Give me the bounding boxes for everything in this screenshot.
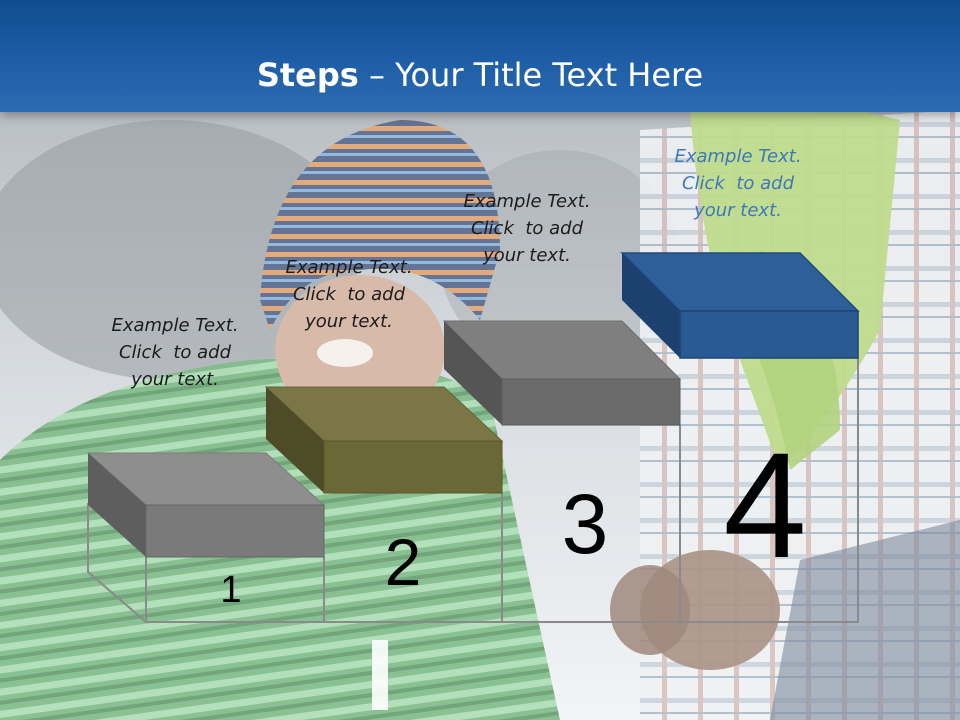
step-2-front [323, 440, 503, 494]
step-4-front [679, 310, 859, 359]
title-rest: – Your Title Text Here [358, 56, 704, 94]
step-2-caption[interactable]: Example Text. Click to add your text. [264, 254, 434, 335]
step-4-number[interactable]: 4 [723, 421, 807, 589]
slide-title[interactable]: Steps – Your Title Text Here [0, 55, 960, 95]
step-block-3[interactable] [442, 320, 682, 426]
caption-line: Click to add [118, 342, 231, 363]
caption-line: Example Text. [111, 315, 239, 336]
step-block-1[interactable] [86, 452, 326, 558]
step-1-side [88, 453, 146, 557]
caption-line: Click to add [470, 218, 583, 239]
step-block-4[interactable] [620, 252, 860, 359]
step-2-side [266, 387, 324, 493]
step-4-side [622, 253, 680, 358]
step-1-caption[interactable]: Example Text. Click to add your text. [90, 312, 260, 393]
step-4-caption[interactable]: Example Text. Click to add your text. [653, 143, 823, 224]
step-3-number[interactable]: 3 [561, 477, 609, 571]
caption-line: your text. [483, 245, 571, 266]
caption-line: your text. [305, 311, 393, 332]
caption-line: your text. [131, 369, 219, 390]
step-2-number[interactable]: 2 [384, 525, 422, 599]
caption-line: Click to add [292, 284, 405, 305]
step-3-front [501, 378, 681, 426]
step-3-caption[interactable]: Example Text. Click to add your text. [442, 188, 612, 269]
step-block-2[interactable] [264, 386, 504, 494]
title-bold-part: Steps [256, 56, 359, 94]
step-3-side [444, 321, 502, 425]
caption-line: your text. [694, 200, 782, 221]
caption-line: Example Text. [463, 191, 591, 212]
step-1-front [145, 504, 325, 558]
caption-line: Click to add [681, 173, 794, 194]
caption-line: Example Text. [285, 257, 413, 278]
staircase-outline [87, 358, 859, 623]
caption-line: Example Text. [674, 146, 802, 167]
step-1-number[interactable]: 1 [220, 569, 242, 611]
title-bar [0, 0, 960, 112]
